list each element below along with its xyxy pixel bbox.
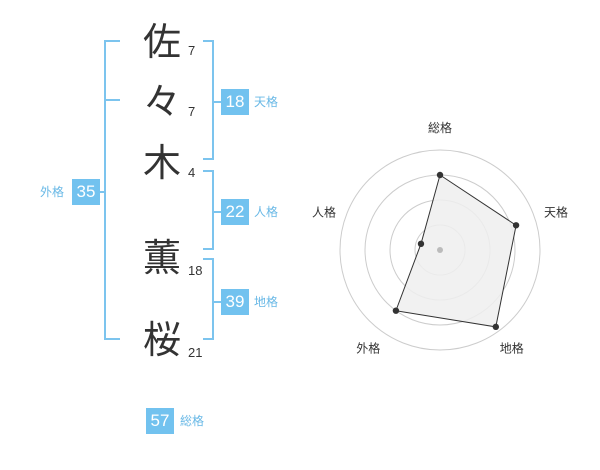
gaikaku-bracket-top — [104, 40, 120, 42]
radar-point-4 — [392, 307, 400, 314]
radar-ring-4 — [339, 149, 541, 351]
radar-axis-label-3: 地格 — [500, 341, 524, 356]
jinkaku-bracket-bottom — [203, 248, 214, 250]
chikaku-bracket-bottom — [203, 338, 214, 340]
chikaku-bracket-tick — [212, 301, 221, 303]
radar-point-2 — [512, 222, 520, 229]
stroke-count-2: 7 — [188, 104, 196, 119]
radar-axis-label-2: 天格 — [544, 204, 568, 219]
stroke-count-3: 4 — [188, 165, 196, 180]
tenkaku-label: 天格 — [254, 95, 279, 109]
chikaku-bracket-top — [203, 258, 214, 260]
soukaku-badge: 57 — [146, 408, 174, 434]
jinkaku-label: 人格 — [254, 205, 279, 219]
radar-axis-label-4: 外格 — [356, 341, 380, 356]
tenkaku-bracket-vertical — [212, 40, 214, 160]
name-char-1: 佐 — [142, 20, 181, 64]
tenkaku-badge: 18 — [221, 89, 249, 115]
name-char-5: 桜 — [142, 318, 181, 362]
jinkaku-bracket-top — [203, 170, 214, 172]
stroke-count-4: 18 — [188, 263, 203, 278]
gaikaku-badge: 35 — [72, 179, 100, 205]
radar-axis-label-5: 人格 — [312, 204, 336, 219]
radar-axis-label-1: 総格 — [428, 120, 452, 135]
chikaku-label: 地格 — [254, 295, 279, 309]
name-char-3: 木 — [142, 141, 181, 185]
stroke-count-1: 7 — [188, 43, 196, 58]
soukaku-label: 総格 — [180, 414, 205, 428]
name-char-2: 々 — [142, 80, 181, 124]
name-char-4: 薫 — [142, 236, 181, 280]
jinkaku-bracket-vertical — [212, 170, 214, 250]
gaikaku-label: 外格 — [40, 185, 65, 199]
tenkaku-bracket-tick — [212, 101, 221, 103]
jinkaku-bracket-tick — [212, 211, 221, 213]
radar-points — [392, 171, 520, 331]
tenkaku-bracket-bottom — [203, 158, 214, 160]
jinkaku-badge: 22 — [221, 199, 249, 225]
radar-data-polygon — [395, 174, 517, 328]
radar-point-1 — [436, 171, 444, 179]
chikaku-bracket-vertical — [212, 258, 214, 340]
radar-point-3 — [492, 323, 500, 331]
stroke-count-5: 21 — [188, 345, 203, 360]
radar-center-dot — [437, 247, 443, 253]
radar-point-5 — [417, 240, 425, 248]
gaikaku-bracket-mid — [104, 99, 120, 101]
chikaku-badge: 39 — [221, 289, 249, 315]
gaikaku-bracket-vertical — [104, 40, 106, 340]
gaikaku-bracket-bottom — [104, 338, 120, 340]
gaikaku-bracket-tick — [98, 191, 106, 193]
tenkaku-bracket-top — [203, 40, 214, 42]
